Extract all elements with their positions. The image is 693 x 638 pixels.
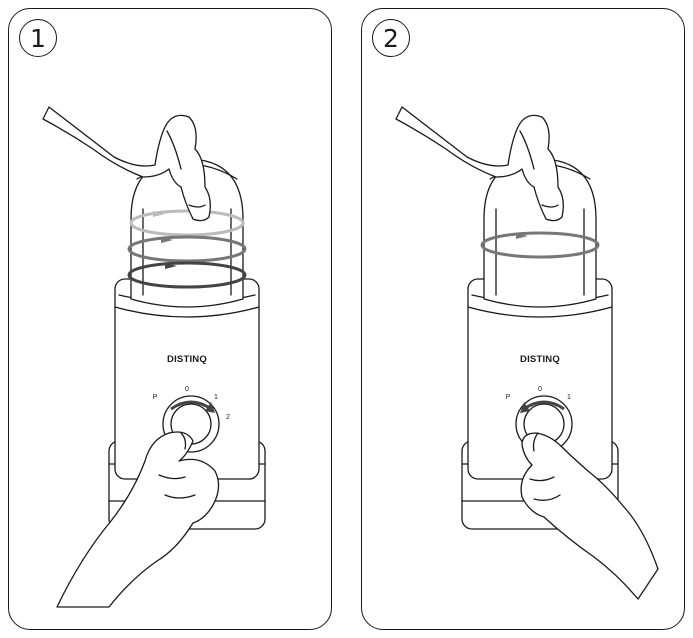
top-hand <box>395 106 564 222</box>
blender-body <box>467 278 613 480</box>
turn-left-arrow-icon <box>520 402 530 413</box>
rotation-arrows <box>127 209 247 289</box>
dial-label-1: 1 <box>214 394 218 401</box>
dial-label-0: 0 <box>185 386 189 393</box>
turn-right-arrow-icon <box>205 402 215 413</box>
rotation-arrow-head-icon <box>165 263 177 269</box>
rotation-arrows <box>480 231 600 259</box>
dial-label-2: 2 <box>226 414 230 421</box>
bottom-hand <box>520 432 659 600</box>
step-2-illustration: DISTINQ P 0 1 <box>395 106 659 600</box>
step-2-panel: 2 DISTINQ P 0 1 <box>361 8 685 630</box>
step-number-badge: 1 <box>19 19 57 57</box>
step-1-panel: 1 DISTINQ <box>8 8 332 630</box>
dial-label-1: 1 <box>567 394 571 401</box>
brand-logo: DISTINQ <box>520 354 560 365</box>
top-hand <box>42 106 211 222</box>
rotation-arrow-head-icon <box>516 233 528 239</box>
bottom-hand <box>56 431 220 608</box>
dial-label-p: P <box>506 394 511 401</box>
step-1-illustration: DISTINQ P 0 1 2 <box>42 106 266 608</box>
dial-labels: P 0 1 <box>506 386 571 401</box>
dial-label-0: 0 <box>538 386 542 393</box>
rotation-arrow-head-icon <box>161 237 173 243</box>
step-number-badge: 2 <box>372 19 410 57</box>
dial-label-p: P <box>153 394 158 401</box>
brand-logo: DISTINQ <box>167 354 207 365</box>
rotation-arrow-head-icon <box>153 211 165 217</box>
dial-labels: P 0 1 2 <box>153 386 230 421</box>
